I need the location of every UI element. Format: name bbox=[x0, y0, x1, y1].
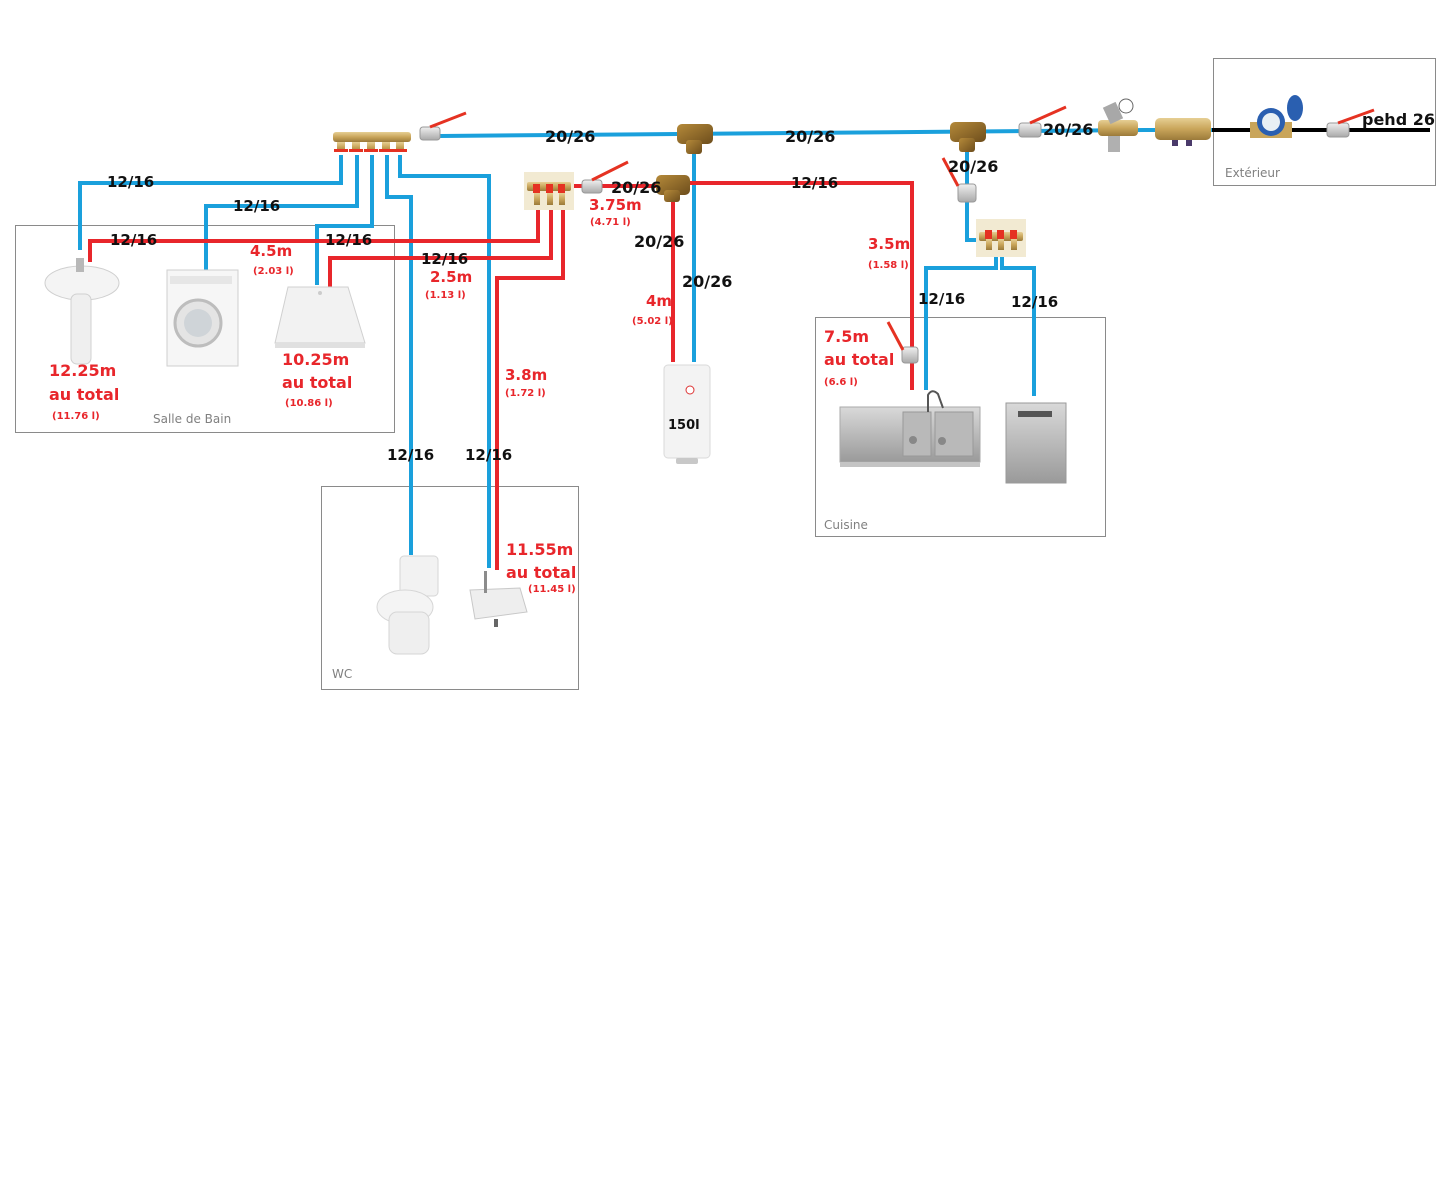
label-kitchen-drop: 20/26 bbox=[948, 157, 999, 176]
lave-main-segment-volume: (1.72 l) bbox=[505, 388, 546, 399]
label-kitchen-hot: 12/16 bbox=[791, 174, 839, 192]
kitchen-manifold bbox=[976, 219, 1026, 257]
valve-kitchen[interactable] bbox=[941, 157, 977, 203]
label-douche-cold: 12/16 bbox=[325, 231, 373, 249]
water-heater-capacity: 150l bbox=[668, 418, 700, 433]
valve-bathroom-main[interactable] bbox=[419, 111, 467, 141]
tee-main-kitchen bbox=[950, 122, 986, 152]
label-douche-hot: 12/16 bbox=[421, 250, 469, 268]
tee-hot bbox=[656, 175, 690, 202]
label-hot-tee: 20/26 bbox=[611, 178, 662, 197]
label-lavabo-cold: 12/16 bbox=[107, 173, 155, 191]
douche-volume: (10.86 l) bbox=[285, 398, 333, 409]
water-meter bbox=[1250, 95, 1303, 138]
evier-volume: (6.6 l) bbox=[824, 377, 858, 388]
room-label-salle-de-bain: Salle de Bain bbox=[153, 412, 232, 426]
lavabo-volume: (11.76 l) bbox=[52, 411, 100, 422]
room-label-wc: WC bbox=[332, 667, 353, 681]
kitchen-sink-fixture bbox=[839, 390, 981, 467]
lave-main-total: au total bbox=[506, 563, 577, 582]
label-main-3: 20/26 bbox=[1043, 120, 1094, 139]
lave-main-length: 11.55m bbox=[506, 540, 574, 559]
hot-trunk-volume: (4.71 l) bbox=[590, 217, 631, 228]
kitchen-segment-length: 3.5m bbox=[868, 235, 911, 253]
kitchen-segment-volume: (1.58 l) bbox=[868, 260, 909, 271]
room-wc: WC bbox=[321, 486, 579, 690]
douche-segment-length: 2.5m bbox=[430, 268, 473, 286]
lavabo-length: 12.25m bbox=[49, 361, 117, 380]
label-lavabo-hot: 12/16 bbox=[110, 231, 158, 249]
label-wc-cold: 12/16 bbox=[387, 446, 435, 464]
lavabo-total: au total bbox=[49, 385, 120, 404]
lave-main-segment-length: 3.8m bbox=[505, 366, 548, 384]
douche-total: au total bbox=[282, 373, 353, 392]
label-cold-to-heater: 20/26 bbox=[682, 272, 733, 291]
valve-evier-hot[interactable] bbox=[886, 321, 919, 364]
pressure-reducer bbox=[1098, 98, 1138, 152]
lavabo-segment-length: 4.5m bbox=[250, 242, 293, 260]
room-label-exterieur: Extérieur bbox=[1225, 166, 1280, 180]
label-pehd: pehd 26 bbox=[1362, 110, 1435, 129]
evier-total: au total bbox=[824, 350, 895, 369]
room-exterieur: Extérieur bbox=[1213, 58, 1436, 186]
toilet-fixture bbox=[376, 555, 439, 655]
room-cuisine: Cuisine bbox=[815, 317, 1106, 537]
shower-tray-fixture bbox=[274, 286, 366, 348]
label-dishwasher-cold: 12/16 bbox=[1011, 293, 1059, 311]
evier-length: 7.5m bbox=[824, 327, 870, 346]
washing-machine-fixture bbox=[166, 269, 239, 367]
check-valve bbox=[1155, 118, 1211, 146]
douche-segment-volume: (1.13 l) bbox=[425, 290, 466, 301]
heater-riser-volume: (5.02 l) bbox=[632, 316, 673, 327]
lave-main-volume: (11.45 l) bbox=[528, 584, 576, 595]
heater-riser-length: 4m bbox=[646, 292, 673, 310]
label-machine-cold: 12/16 bbox=[233, 197, 281, 215]
hot-trunk-length: 3.75m bbox=[589, 196, 642, 214]
label-main-1: 20/26 bbox=[545, 127, 596, 146]
label-lave-main-cold: 12/16 bbox=[465, 446, 513, 464]
label-hot-down: 20/26 bbox=[634, 232, 685, 251]
hot-pipes bbox=[88, 181, 914, 570]
dishwasher-fixture bbox=[1005, 402, 1067, 484]
douche-length: 10.25m bbox=[282, 350, 350, 369]
lavabo-segment-volume: (2.03 l) bbox=[253, 266, 294, 277]
room-label-cuisine: Cuisine bbox=[824, 518, 868, 532]
lavabo-fixture bbox=[44, 258, 120, 365]
valve-exterior[interactable] bbox=[1326, 108, 1375, 138]
label-sink-cold: 12/16 bbox=[918, 290, 966, 308]
water-heater-fixture bbox=[663, 364, 711, 464]
hand-basin-fixture bbox=[469, 571, 528, 627]
tee-cold-heater bbox=[677, 124, 713, 154]
bathroom-manifold bbox=[333, 132, 411, 152]
valve-after-reducer[interactable] bbox=[1018, 105, 1067, 138]
label-main-2: 20/26 bbox=[785, 127, 836, 146]
hot-manifold bbox=[524, 172, 574, 210]
valve-hot-main[interactable] bbox=[581, 160, 629, 194]
